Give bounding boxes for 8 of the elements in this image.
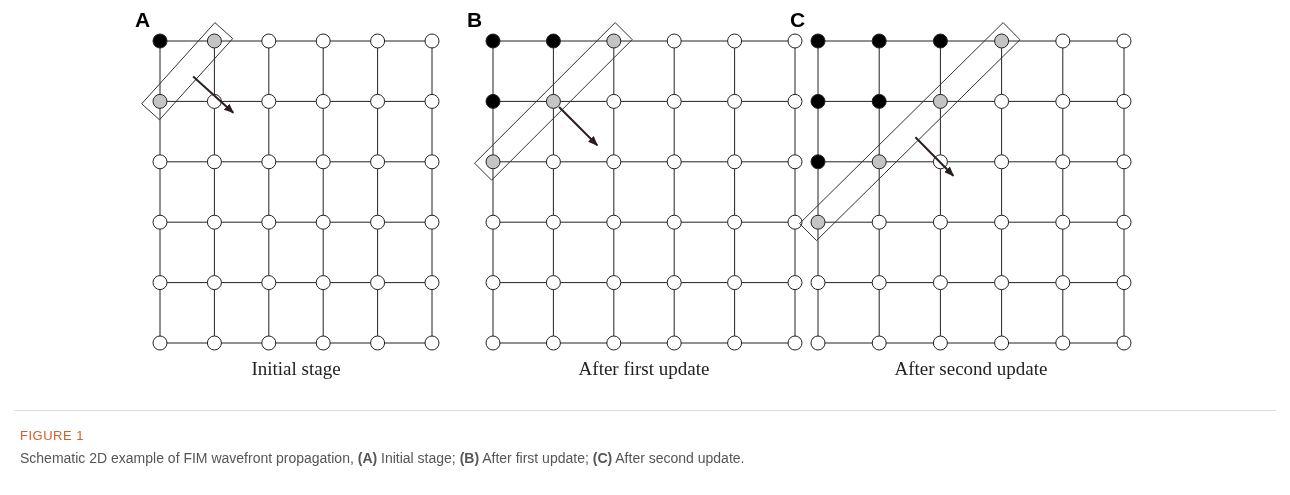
panel-letter: A [135, 8, 151, 32]
panel-caption: Initial stage [251, 358, 341, 380]
panel-caption: After second update [894, 358, 1048, 380]
figure-label: FIGURE 1 [20, 428, 84, 443]
figure-caption: Schematic 2D example of FIM wavefront propagation, (A) Initial stage; (B) After first update; (C) After second update. [20, 450, 745, 466]
panel-letter: B [467, 8, 483, 32]
panel-letter: C [790, 8, 806, 32]
panel-caption: After first update [578, 358, 710, 380]
